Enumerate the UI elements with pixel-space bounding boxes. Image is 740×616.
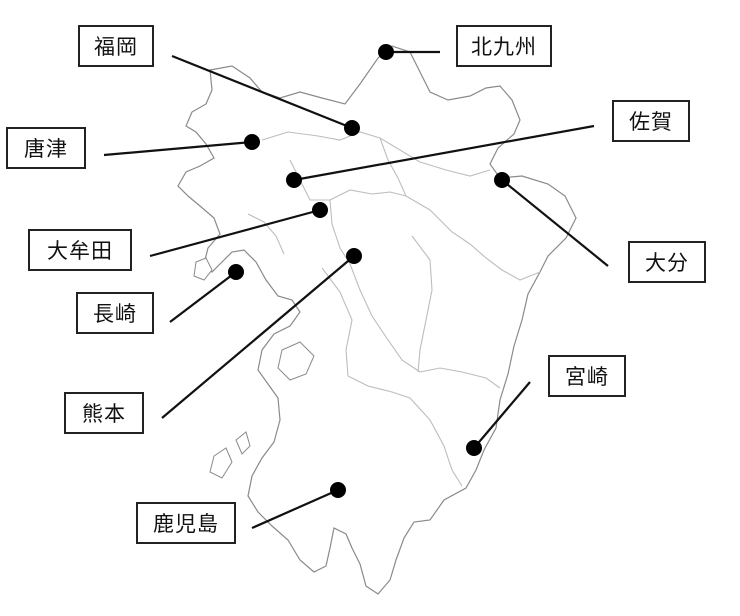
label-omuta: 大牟田 [28, 229, 132, 271]
marker-kagoshima [330, 482, 346, 498]
leader-line-oita [501, 179, 609, 267]
marker-omuta [312, 202, 328, 218]
leader-line-kumamoto [161, 255, 355, 419]
leader-line-kagoshima [251, 488, 339, 530]
leader-lines [103, 50, 609, 530]
leader-line-karatsu [103, 140, 253, 157]
marker-saga [286, 172, 302, 188]
leader-line-omuta [149, 208, 321, 258]
marker-miyazaki [466, 440, 482, 456]
city-markers [228, 44, 510, 498]
label-kitakyushu: 北九州 [456, 25, 552, 67]
prefecture-borders [247, 131, 541, 487]
island-amakusa [277, 341, 315, 381]
island-ariake [235, 431, 251, 455]
label-miyazaki: 宮崎 [548, 355, 626, 397]
label-kumamoto: 熊本 [64, 392, 144, 434]
leader-line-saga [293, 124, 595, 182]
label-nagasaki: 長崎 [76, 292, 154, 334]
marker-kitakyushu [378, 44, 394, 60]
leader-line-fukuoka [171, 54, 353, 130]
leader-line-nagasaki [169, 271, 237, 323]
label-oita: 大分 [628, 241, 706, 283]
marker-nagasaki [228, 264, 244, 280]
label-fukuoka: 福岡 [78, 25, 154, 67]
marker-oita [494, 172, 510, 188]
marker-karatsu [244, 134, 260, 150]
leader-line-miyazaki [473, 381, 531, 449]
marker-kumamoto [346, 248, 362, 264]
label-saga: 佐賀 [612, 100, 690, 142]
label-kagoshima: 鹿児島 [136, 502, 236, 544]
kyushu-coastline [177, 45, 577, 595]
island-goto [193, 257, 213, 281]
marker-fukuoka [344, 120, 360, 136]
island-koshiki [209, 447, 233, 479]
label-karatsu: 唐津 [6, 127, 86, 169]
